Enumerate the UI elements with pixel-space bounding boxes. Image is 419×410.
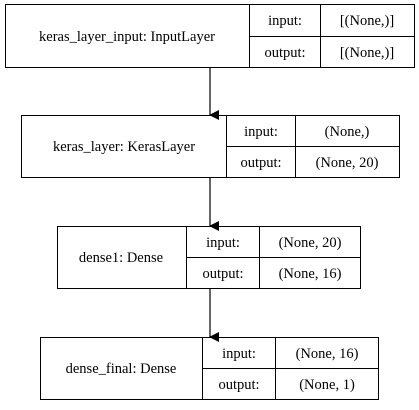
output-label: output: — [202, 266, 243, 282]
input-label: input: — [206, 235, 240, 251]
layer-name: keras_layer: KerasLayer — [53, 139, 195, 155]
output-label: output: — [218, 377, 259, 393]
input-value: (None,) — [325, 124, 370, 140]
layer-name: dense_final: Dense — [66, 361, 177, 377]
output-label: output: — [240, 155, 281, 171]
output-value: (None, 20) — [316, 155, 379, 171]
output-value: (None, 1) — [299, 377, 355, 393]
input-value: (None, 16) — [296, 346, 359, 362]
layer-name: keras_layer_input: InputLayer — [39, 29, 215, 45]
layer-name: dense1: Dense — [79, 250, 163, 266]
layer-node-keras: keras_layer: KerasLayer input: (None,) o… — [21, 115, 400, 178]
output-value: [(None,)] — [340, 45, 394, 61]
layer-node-input: keras_layer_input: InputLayer input: [(N… — [5, 4, 415, 68]
input-label: input: — [244, 124, 278, 140]
layer-node-dense-final: dense_final: Dense input: (None, 16) out… — [40, 337, 379, 400]
output-value: (None, 16) — [279, 266, 342, 282]
layer-node-dense1: dense1: Dense input: (None, 20) output: … — [57, 226, 361, 289]
input-label: input: — [222, 346, 256, 362]
output-label: output: — [264, 45, 305, 61]
input-value: (None, 20) — [279, 235, 342, 251]
input-label: input: — [268, 13, 302, 29]
input-value: [(None,)] — [340, 13, 394, 29]
